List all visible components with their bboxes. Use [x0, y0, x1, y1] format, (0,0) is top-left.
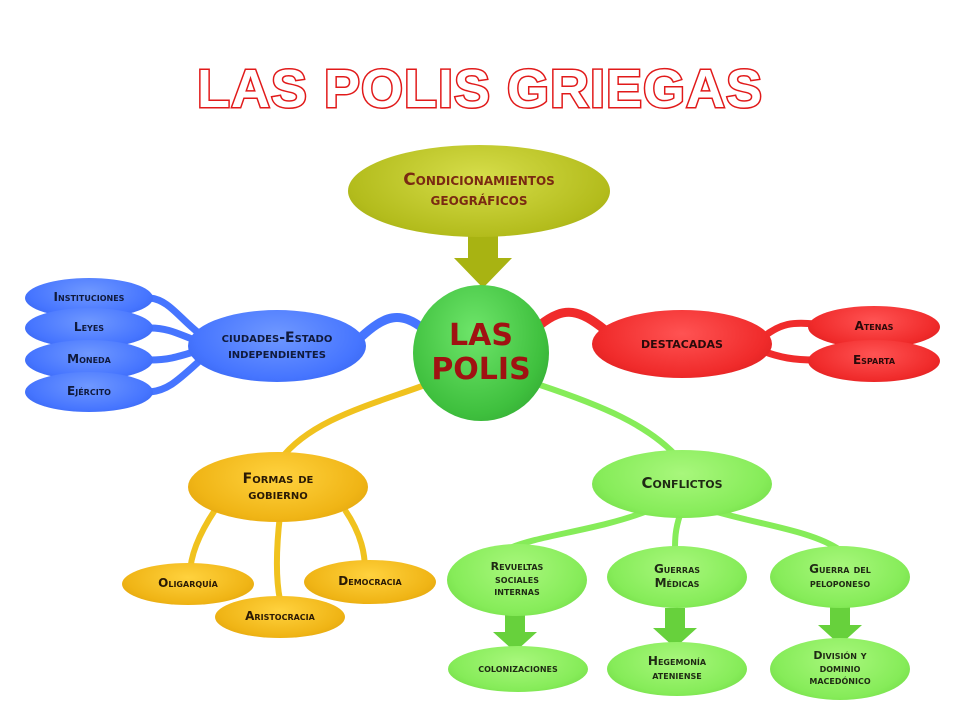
left-item-label: Instituciones — [53, 290, 125, 305]
conflictos-result-label: Hegemonía ateniense — [647, 654, 707, 682]
connector-center-gobierno — [277, 382, 427, 462]
conflictos-result-hegemonia: Hegemonía ateniense — [607, 642, 747, 696]
left-item-label: Leyes — [73, 320, 105, 335]
conflictos-item-label: Guerras Médicas — [653, 562, 701, 590]
conflictos-result-colonizaciones: colonizaciones — [448, 646, 588, 692]
page-title: LAS POLIS GRIEGAS — [195, 58, 764, 121]
gobierno-item-label: Oligarquía — [158, 576, 218, 591]
connector-center-right — [535, 307, 610, 335]
conflictos-item-revueltas: Revueltas sociales internas — [447, 544, 587, 616]
connector-center-conflictos — [539, 382, 683, 462]
gobierno-item-democracia: Democracia — [304, 560, 436, 604]
gobierno-hub-label: Formas de gobierno — [242, 470, 314, 503]
right-hub-node: destacadas — [592, 310, 772, 378]
arrow-revueltas-result — [493, 612, 537, 652]
geo-node-label: Condicionamientos geográficos — [403, 170, 555, 210]
geo-node: Condicionamientos geográficos — [348, 145, 610, 237]
conflictos-result-label: colonizaciones — [478, 661, 558, 675]
gobierno-item-label: Aristocracia — [245, 609, 315, 624]
conflictos-hub-label: Conflictos — [641, 474, 723, 493]
conflictos-result-division: División y dominio macedónico — [770, 638, 910, 700]
arrow-geo-to-center — [454, 225, 512, 288]
gobierno-item-label: Democracia — [338, 574, 402, 589]
left-item-instituciones: Instituciones — [25, 278, 153, 318]
left-hub-label: ciudades-Estado independientes — [221, 329, 333, 362]
conflictos-item-label: Guerra del peloponeso — [809, 562, 871, 590]
left-hub-node: ciudades-Estado independientes — [188, 310, 366, 382]
right-hub-label: destacadas — [641, 334, 723, 353]
conflictos-item-peloponeso: Guerra del peloponeso — [770, 546, 910, 608]
right-item-esparta: Esparta — [808, 340, 940, 382]
arrow-medicas-result — [653, 608, 697, 648]
conflictos-item-label: Revueltas sociales internas — [490, 560, 544, 599]
connector-conflictos-peloponeso — [709, 507, 842, 553]
gobierno-item-aristocracia: Aristocracia — [215, 596, 345, 638]
connector-conflictos-revueltas — [508, 507, 652, 551]
gobierno-hub-node: Formas de gobierno — [188, 452, 368, 522]
arrow-peloponeso-result — [818, 605, 862, 645]
conflictos-result-label: División y dominio macedónico — [809, 649, 871, 688]
center-node: LAS POLIS — [413, 285, 549, 421]
connector-gobierno-aristocracia — [274, 514, 283, 601]
left-item-label: Moneda — [67, 352, 111, 367]
right-item-label: Esparta — [852, 353, 896, 368]
left-item-moneda: Moneda — [25, 340, 153, 380]
conflictos-item-medicas: Guerras Médicas — [607, 546, 747, 608]
gobierno-item-oligarquia: Oligarquía — [122, 563, 254, 605]
center-node-label: LAS POLIS — [431, 317, 531, 387]
left-item-ejercito: Ejército — [25, 372, 153, 412]
right-item-label: Atenas — [854, 319, 894, 334]
connector-conflictos-medicas — [672, 514, 683, 551]
left-item-label: Ejército — [67, 384, 111, 399]
conflictos-hub-node: Conflictos — [592, 450, 772, 518]
